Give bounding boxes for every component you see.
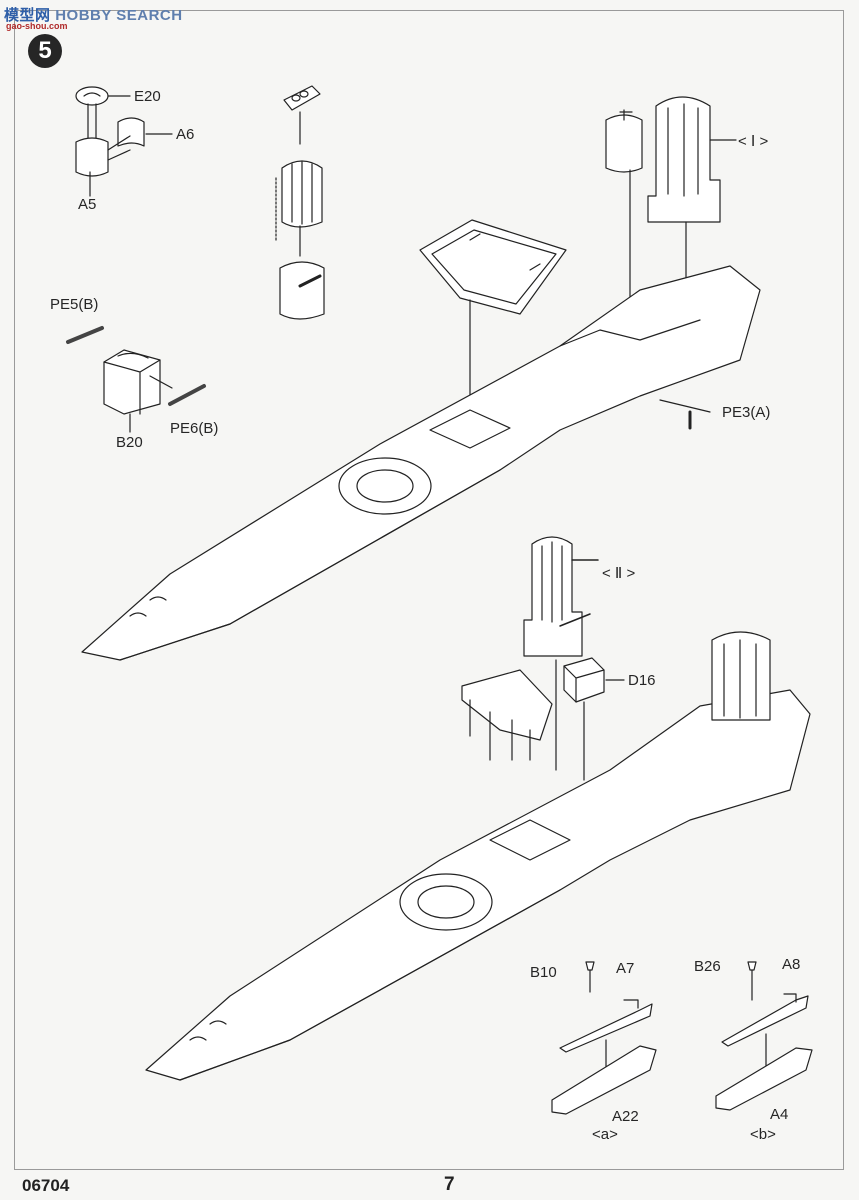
- callout-pe5: PE5(B): [50, 296, 99, 313]
- product-code: 06704: [22, 1176, 70, 1195]
- callout-funnel-ii: < Ⅱ >: [602, 565, 636, 582]
- callout-pe3: PE3(A): [722, 404, 771, 421]
- boat-b-parts: [716, 962, 812, 1110]
- callout-b10: B10: [530, 964, 557, 981]
- boat-a-parts: [552, 962, 656, 1114]
- callout-a4: A4: [770, 1106, 789, 1123]
- callout-e20: E20: [134, 88, 161, 105]
- watermark-url: gao-shou.com: [6, 21, 68, 31]
- callout-a22: A22: [612, 1108, 639, 1125]
- callout-subassembly-b: <b>: [750, 1126, 776, 1143]
- watermark-logo: 模型网 HOBBY SEARCH: [4, 4, 183, 25]
- funnel-ii-parts: [462, 537, 624, 780]
- callout-d16: D16: [628, 672, 656, 689]
- callout-a8: A8: [782, 956, 801, 973]
- callout-a6: A6: [176, 126, 195, 143]
- page-number: 7: [444, 1174, 455, 1195]
- callout-b20: B20: [116, 434, 143, 451]
- subassembly-b20: [68, 328, 204, 432]
- callout-b26: B26: [694, 958, 721, 975]
- watermark-site: HOBBY SEARCH: [55, 7, 183, 24]
- lower-hull: [146, 632, 810, 1080]
- step-number-badge: 5: [28, 34, 62, 68]
- funnel-i-parts: [606, 97, 736, 320]
- watermark-brand: 模型网: [4, 7, 51, 24]
- callout-pe6: PE6(B): [170, 420, 219, 437]
- subassembly-a5-a6-e20: [76, 87, 172, 196]
- callout-subassembly-a: <a>: [592, 1126, 618, 1143]
- callout-funnel-i: < Ⅰ >: [738, 133, 769, 150]
- funnel-exploded-parts: [276, 86, 324, 319]
- callout-a7: A7: [616, 960, 635, 977]
- page-frame: [14, 10, 844, 1170]
- deck-platform: [420, 220, 566, 430]
- callout-a5: A5: [78, 196, 97, 213]
- upper-hull: [82, 266, 760, 660]
